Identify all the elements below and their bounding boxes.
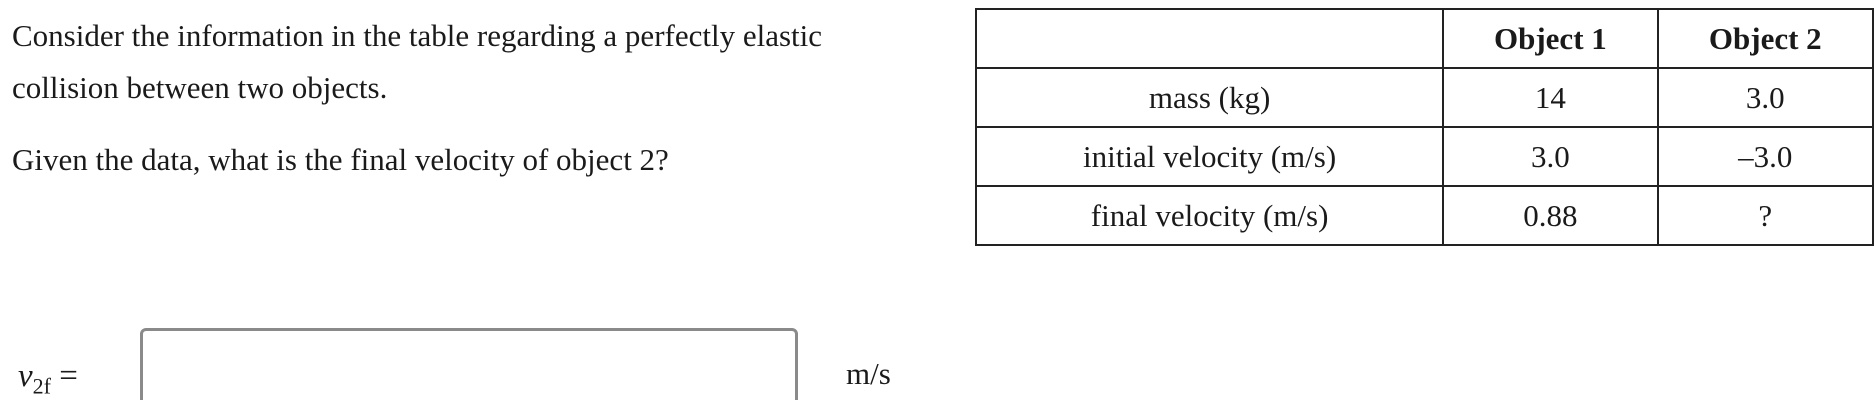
question-intro: Consider the information in the table re… xyxy=(12,18,823,105)
variable-subscript: 2f xyxy=(32,373,51,399)
initial-velocity-object-1: 3.0 xyxy=(1442,126,1659,187)
mass-object-2: 3.0 xyxy=(1656,67,1874,128)
table-header-object-2: Object 2 xyxy=(1656,8,1874,69)
question-text: Consider the information in the table re… xyxy=(12,10,892,186)
final-velocity-object-1: 0.88 xyxy=(1442,185,1659,246)
answer-variable-label: v2f = xyxy=(18,358,78,400)
row-label-mass: mass (kg) xyxy=(974,67,1445,128)
equals-sign: = xyxy=(59,358,78,394)
row-label-final-velocity: final velocity (m/s) xyxy=(974,185,1445,246)
final-velocity-object-2: ? xyxy=(1656,185,1874,246)
question-prompt: Given the data, what is the final veloci… xyxy=(12,142,669,177)
table-header-object-1: Object 1 xyxy=(1442,8,1659,69)
answer-unit: m/s xyxy=(846,356,891,391)
row-label-initial-velocity: initial velocity (m/s) xyxy=(974,126,1445,187)
table-header-row: Object 1 Object 2 xyxy=(974,8,1874,69)
variable-symbol: v xyxy=(18,358,33,394)
initial-velocity-object-2: –3.0 xyxy=(1656,126,1874,187)
answer-row: v2f = m/s xyxy=(0,328,1874,400)
answer-input[interactable] xyxy=(140,328,798,400)
mass-object-1: 14 xyxy=(1442,67,1659,128)
table-row: mass (kg) 14 3.0 xyxy=(974,67,1874,128)
table-header-blank xyxy=(974,8,1445,69)
collision-data-table: Object 1 Object 2 mass (kg) 14 3.0 initi… xyxy=(974,8,1874,246)
table-row: initial velocity (m/s) 3.0 –3.0 xyxy=(974,126,1874,187)
table-row: final velocity (m/s) 0.88 ? xyxy=(974,185,1874,246)
